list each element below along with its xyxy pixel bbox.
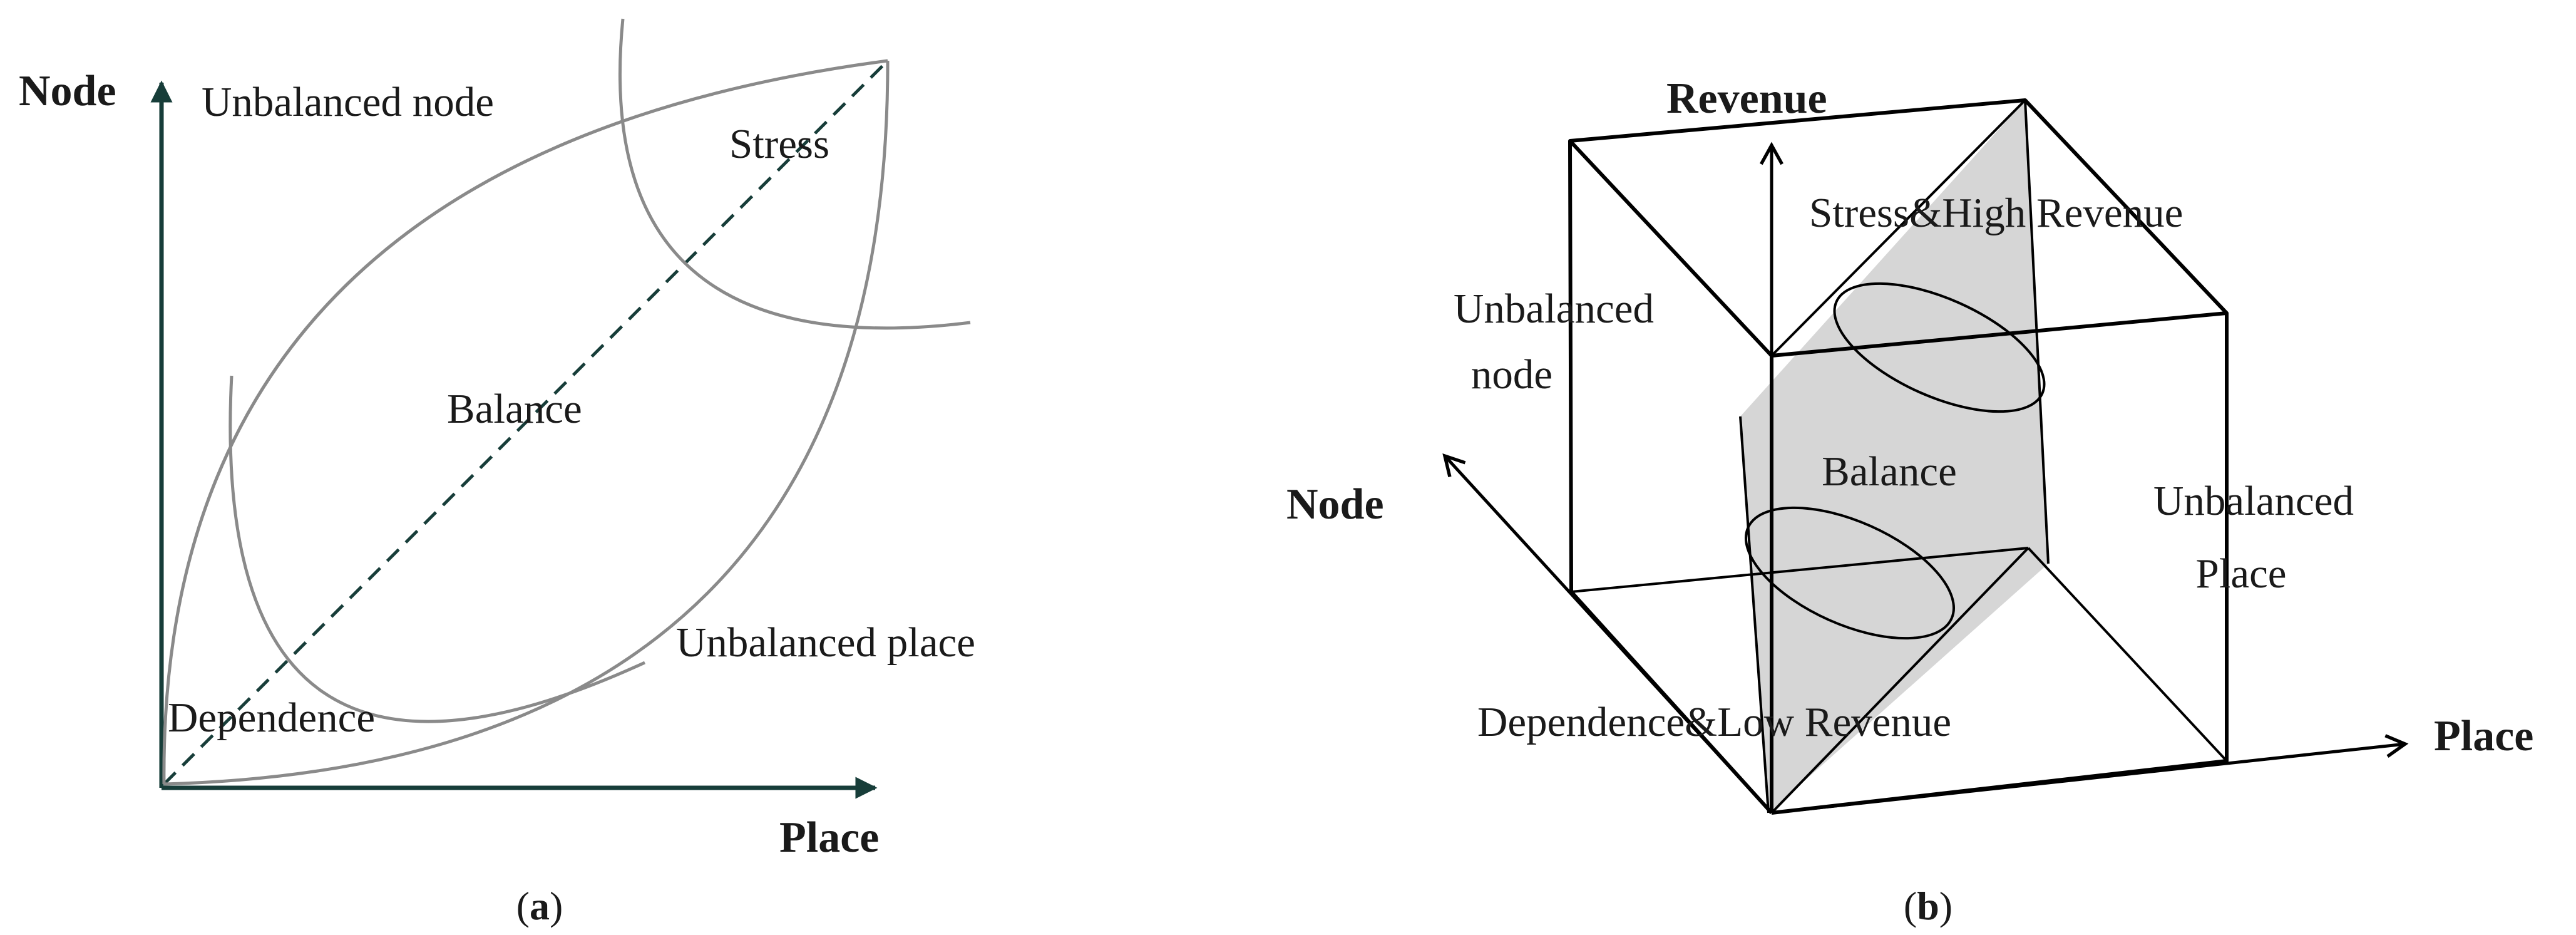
- panel-a-caption: (a): [516, 884, 563, 928]
- panel-b-band-edge-right: [2024, 100, 2050, 564]
- panel-a-balance-lens-upper: [162, 59, 888, 785]
- panel-a-balance-label: Balance: [447, 386, 582, 432]
- panel-b: Revenue Node Place Stress&High Revenue U…: [1286, 75, 2533, 928]
- panel-b-place-axis: [1771, 734, 2409, 815]
- panel-a-place-axis-label: Place: [779, 814, 879, 862]
- panel-b-cube-floor-back-right: [2027, 547, 2228, 762]
- panel-a-stress-arc: [618, 18, 971, 330]
- panel-b-caption: (b): [1904, 884, 1953, 928]
- panel-a-balance-lens-lower: [163, 60, 890, 786]
- panel-b-cube-diag-front-bottom: [1770, 547, 2029, 814]
- panel-b-unbalanced-place-label-line2: Place: [2195, 550, 2286, 597]
- panel-b-revenue-axis-label: Revenue: [1666, 75, 1827, 123]
- panel-a: Node Place Unbalanced node Stress Balanc…: [19, 18, 975, 928]
- panel-b-place-axis-label: Place: [2434, 712, 2533, 760]
- panel-b-unbalanced-place-label-line1: Unbalanced: [2153, 478, 2354, 524]
- panel-a-unbalanced-place-label: Unbalanced place: [676, 619, 975, 666]
- panel-b-band-edge-left: [1739, 416, 1770, 814]
- panel-a-unbalanced-node-label: Unbalanced node: [202, 79, 494, 125]
- panel-b-cube-floor-back-left: [1571, 547, 2029, 593]
- panel-b-dependence-low-revenue-label: Dependence&Low Revenue: [1477, 699, 1951, 745]
- panel-a-dependence-arc: [228, 375, 646, 723]
- panel-b-node-axis: [1442, 453, 1773, 814]
- panel-b-stress-high-revenue-label: Stress&High Revenue: [1809, 190, 2183, 236]
- panel-b-balance-label: Balance: [1822, 448, 1957, 495]
- panel-a-balance-diagonal: [163, 59, 889, 785]
- panel-a-dependence-label: Dependence: [168, 695, 375, 741]
- panel-b-node-axis-label: Node: [1286, 480, 1384, 529]
- panel-b-unbalanced-node-label-line2: node: [1471, 351, 1552, 398]
- panel-a-stress-label: Stress: [729, 121, 829, 167]
- panel-a-node-axis-label: Node: [19, 67, 116, 115]
- panel-b-shaded-band: [1740, 100, 2048, 813]
- panel-b-ellipse-upper: [1833, 282, 2046, 413]
- panel-b-cube-diag-top-to-front: [1569, 140, 1773, 357]
- panel-b-band-edge-top: [1770, 99, 2026, 357]
- panel-b-unbalanced-node-label-line1: Unbalanced: [1454, 286, 1654, 332]
